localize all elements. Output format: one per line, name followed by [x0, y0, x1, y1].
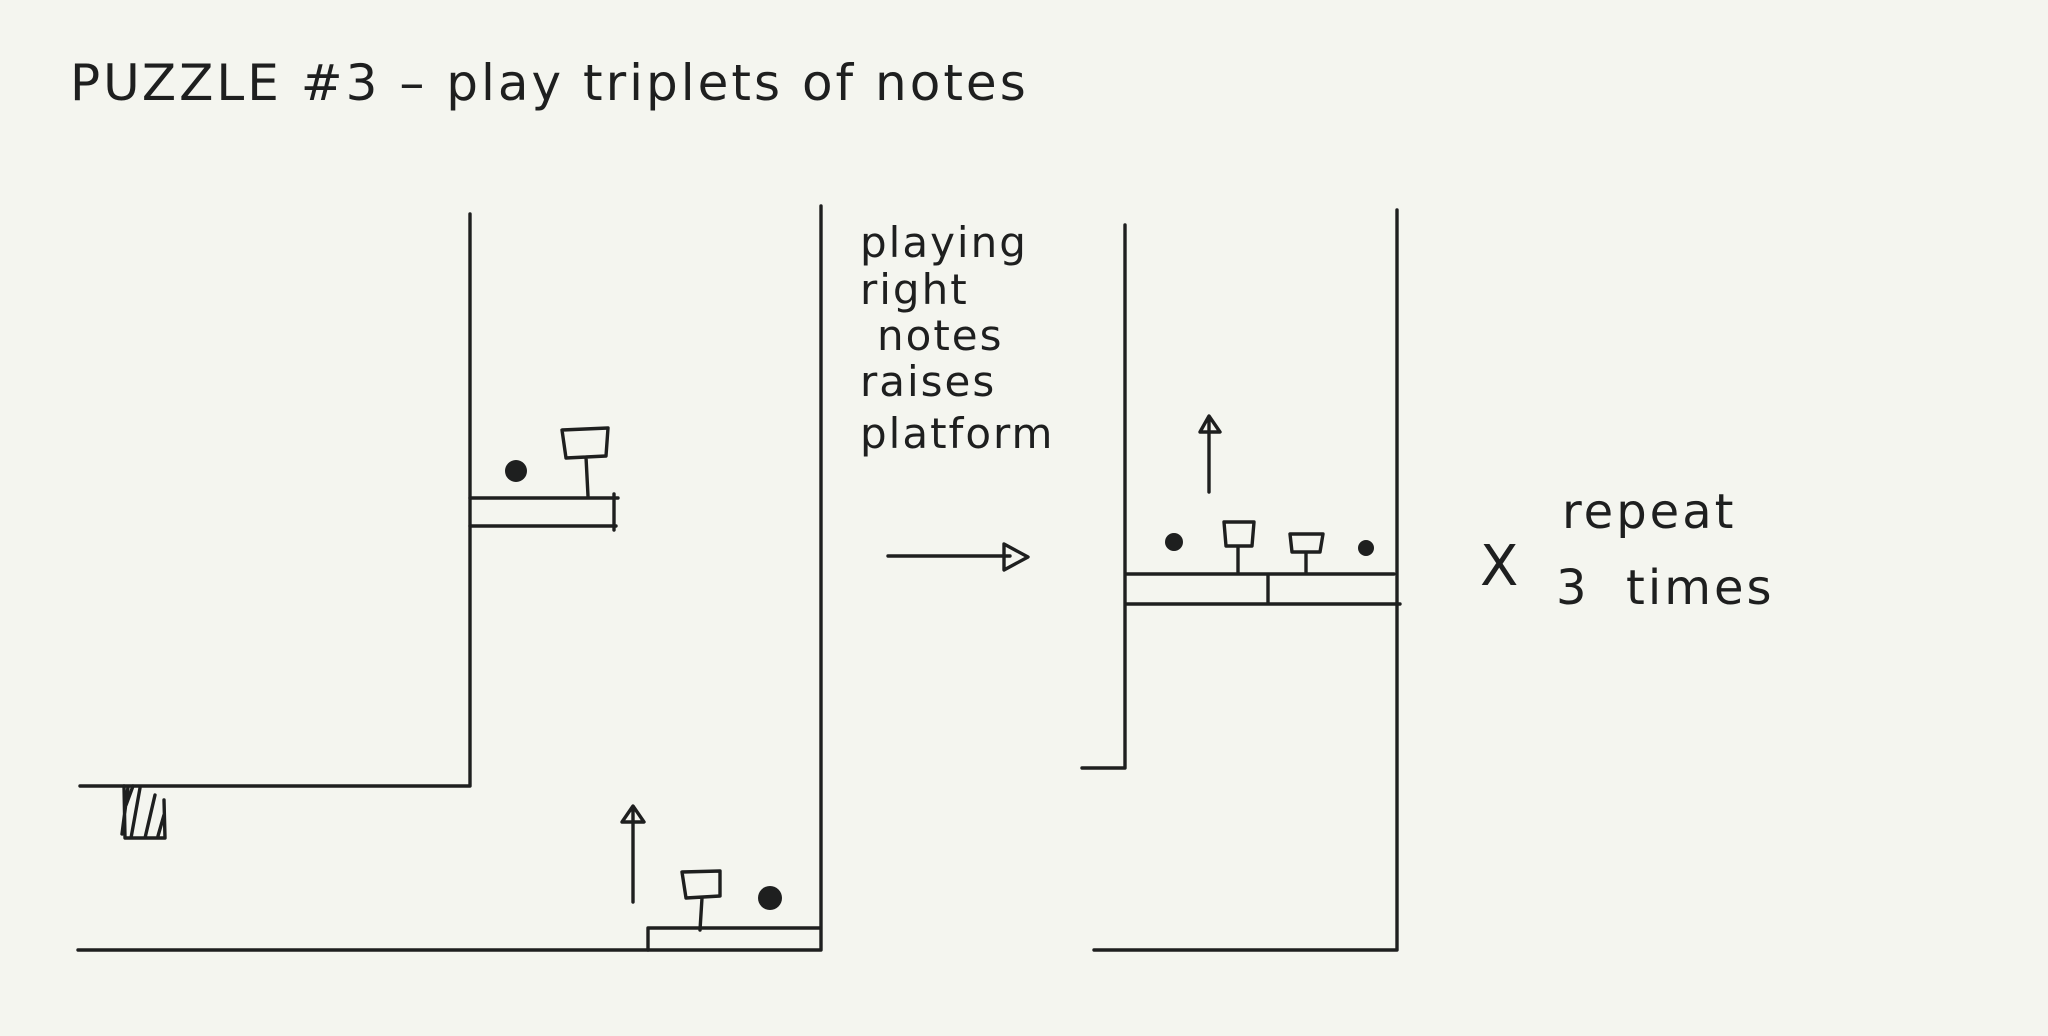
annotation-line-2: right: [860, 265, 969, 314]
repeat-annotation: X repeat 3 times: [1480, 484, 1775, 616]
note-dot-icon: [758, 886, 782, 910]
right-room: [1080, 208, 1402, 952]
lever-switch-icon: [1288, 532, 1325, 574]
lever-switch-icon: [1222, 520, 1256, 574]
upper-ledge: [468, 492, 620, 532]
left-right-wall-and-floor: [76, 204, 823, 952]
lever-switch-icon: [560, 426, 610, 498]
repeat-line-2: 3 times: [1556, 560, 1775, 616]
annotation-line-1: playing: [860, 218, 1028, 267]
page-title: PUZZLE #3 – play triplets of notes: [70, 54, 1029, 112]
multiplier-mark: X: [1480, 534, 1518, 599]
repeat-line-1: repeat: [1562, 484, 1736, 540]
annotation-line-3: notes: [877, 311, 1004, 360]
annotation-block: playing right notes raises platform: [860, 218, 1054, 458]
raised-platform: [1125, 572, 1402, 606]
annotation-line-5: platform: [860, 409, 1054, 458]
lever-switch-icon: [680, 869, 722, 932]
up-arrow-icon: [1198, 414, 1222, 494]
note-dot-icon: [505, 460, 527, 482]
hatched-door-icon: [120, 784, 167, 840]
annotation-line-4: raises: [860, 357, 996, 406]
note-dot-icon: [1165, 533, 1183, 551]
left-room: [76, 204, 823, 952]
lower-platform: [646, 926, 822, 952]
up-arrow-icon: [620, 804, 646, 904]
right-right-wall-and-floor: [1092, 208, 1399, 952]
left-upper-wall: [78, 212, 472, 788]
right-arrow-icon: [886, 542, 1030, 572]
note-dot-icon: [1358, 540, 1374, 556]
right-left-wall: [1080, 223, 1127, 770]
